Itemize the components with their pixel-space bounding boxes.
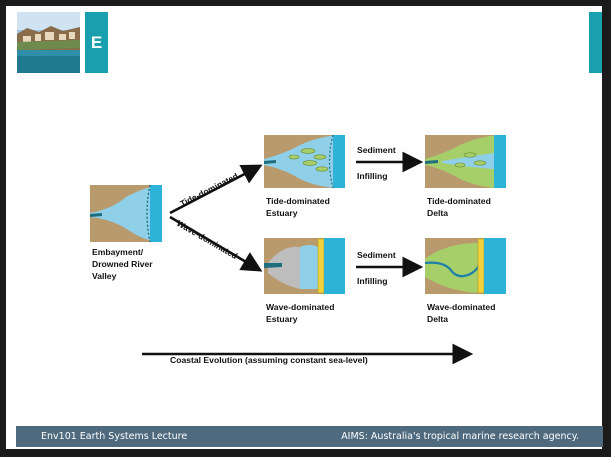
wave-process-label-2: Infilling [357,276,388,286]
tide-delta-panel [425,135,506,189]
slide-border-top [0,0,611,6]
slide-border-bottom [0,449,611,457]
tide-delta-label-2: Delta [427,208,448,218]
wave-estuary-label-1: Wave-dominated [266,302,334,312]
embayment-label-3: Valley [92,271,117,281]
wave-estuary-panel [264,238,345,294]
slide-title: E [85,12,108,73]
coastal-evolution-label: Coastal Evolution (assuming constant sea… [170,355,368,365]
slide-border-right [602,0,611,457]
slide-footer: Env101 Earth Systems Lecture AIMS: Austr… [16,426,603,447]
wave-delta-panel [424,238,506,294]
wave-arrow [169,215,263,272]
header-photo [17,12,80,73]
tide-estuary-panel [264,134,345,189]
embayment-panel [90,184,162,243]
footer-org-label: AIMS: Australia's tropical marine resear… [341,431,579,442]
tide-process-label-1: Sediment [357,145,396,155]
tide-estuary-label-1: Tide-dominated [266,196,330,206]
embayment-label-1: Embayment/ [92,247,144,257]
wave-arrow-label: Wave-dominated [175,218,239,261]
footer-course-label: Env101 Earth Systems Lecture [41,431,188,442]
tide-estuary-label-2: Estuary [266,208,298,218]
tide-arrow-label: Tide-dominated [178,171,239,209]
wave-delta-label-1: Wave-dominated [427,302,495,312]
tide-process-label-2: Infilling [357,171,388,181]
wave-process-label-1: Sediment [357,250,396,260]
wave-delta-label-2: Delta [427,314,448,324]
title-accent-bar [589,12,602,73]
tide-delta-label-1: Tide-dominated [427,196,491,206]
embayment-label-2: Drowned River [92,259,153,269]
wave-estuary-label-2: Estuary [266,314,298,324]
tide-arrow [169,164,263,215]
slide-border-left [0,0,6,457]
coastal-evolution-diagram: Embayment/ Drowned River Valley Tide-dom… [86,113,526,375]
